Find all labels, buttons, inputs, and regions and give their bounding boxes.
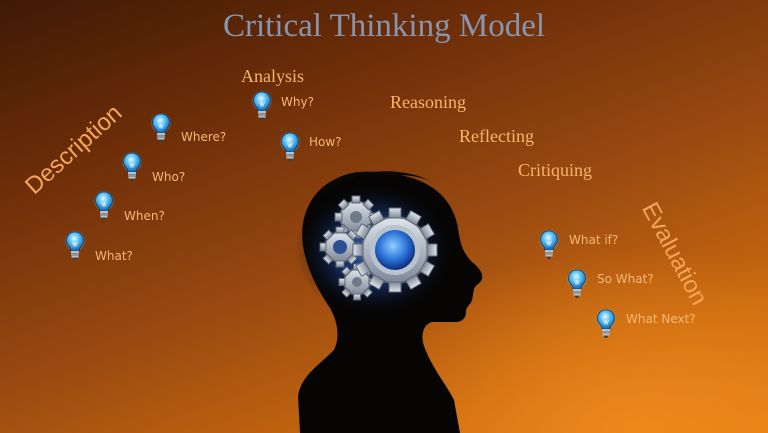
lightbulb-icon (93, 190, 115, 222)
question-how: How? (309, 135, 342, 149)
lightbulb-icon (121, 151, 143, 183)
stage-reflecting: Reflecting (459, 126, 534, 146)
lightbulb-icon (251, 90, 273, 122)
stage-critiquing: Critiquing (518, 160, 593, 180)
lightbulb-icon (538, 229, 560, 261)
lightbulb-icon (64, 230, 86, 262)
question-when: When? (124, 209, 165, 223)
question-who: Who? (152, 170, 186, 184)
stage-analysis: Analysis (241, 66, 304, 86)
question-what-if: What if? (569, 233, 619, 247)
question-what-next: What Next? (626, 312, 696, 326)
lightbulb-icon (566, 268, 588, 300)
question-so-what: So What? (597, 272, 654, 286)
lightbulb-icon (595, 308, 617, 340)
stage-reasoning: Reasoning (390, 92, 466, 112)
slide-title: Critical Thinking Model (222, 8, 546, 44)
question-what: What? (95, 249, 133, 263)
lightbulb-icon (279, 131, 301, 163)
lightbulb-icon (150, 112, 172, 144)
question-where: Where? (181, 130, 227, 144)
question-why: Why? (281, 95, 314, 109)
